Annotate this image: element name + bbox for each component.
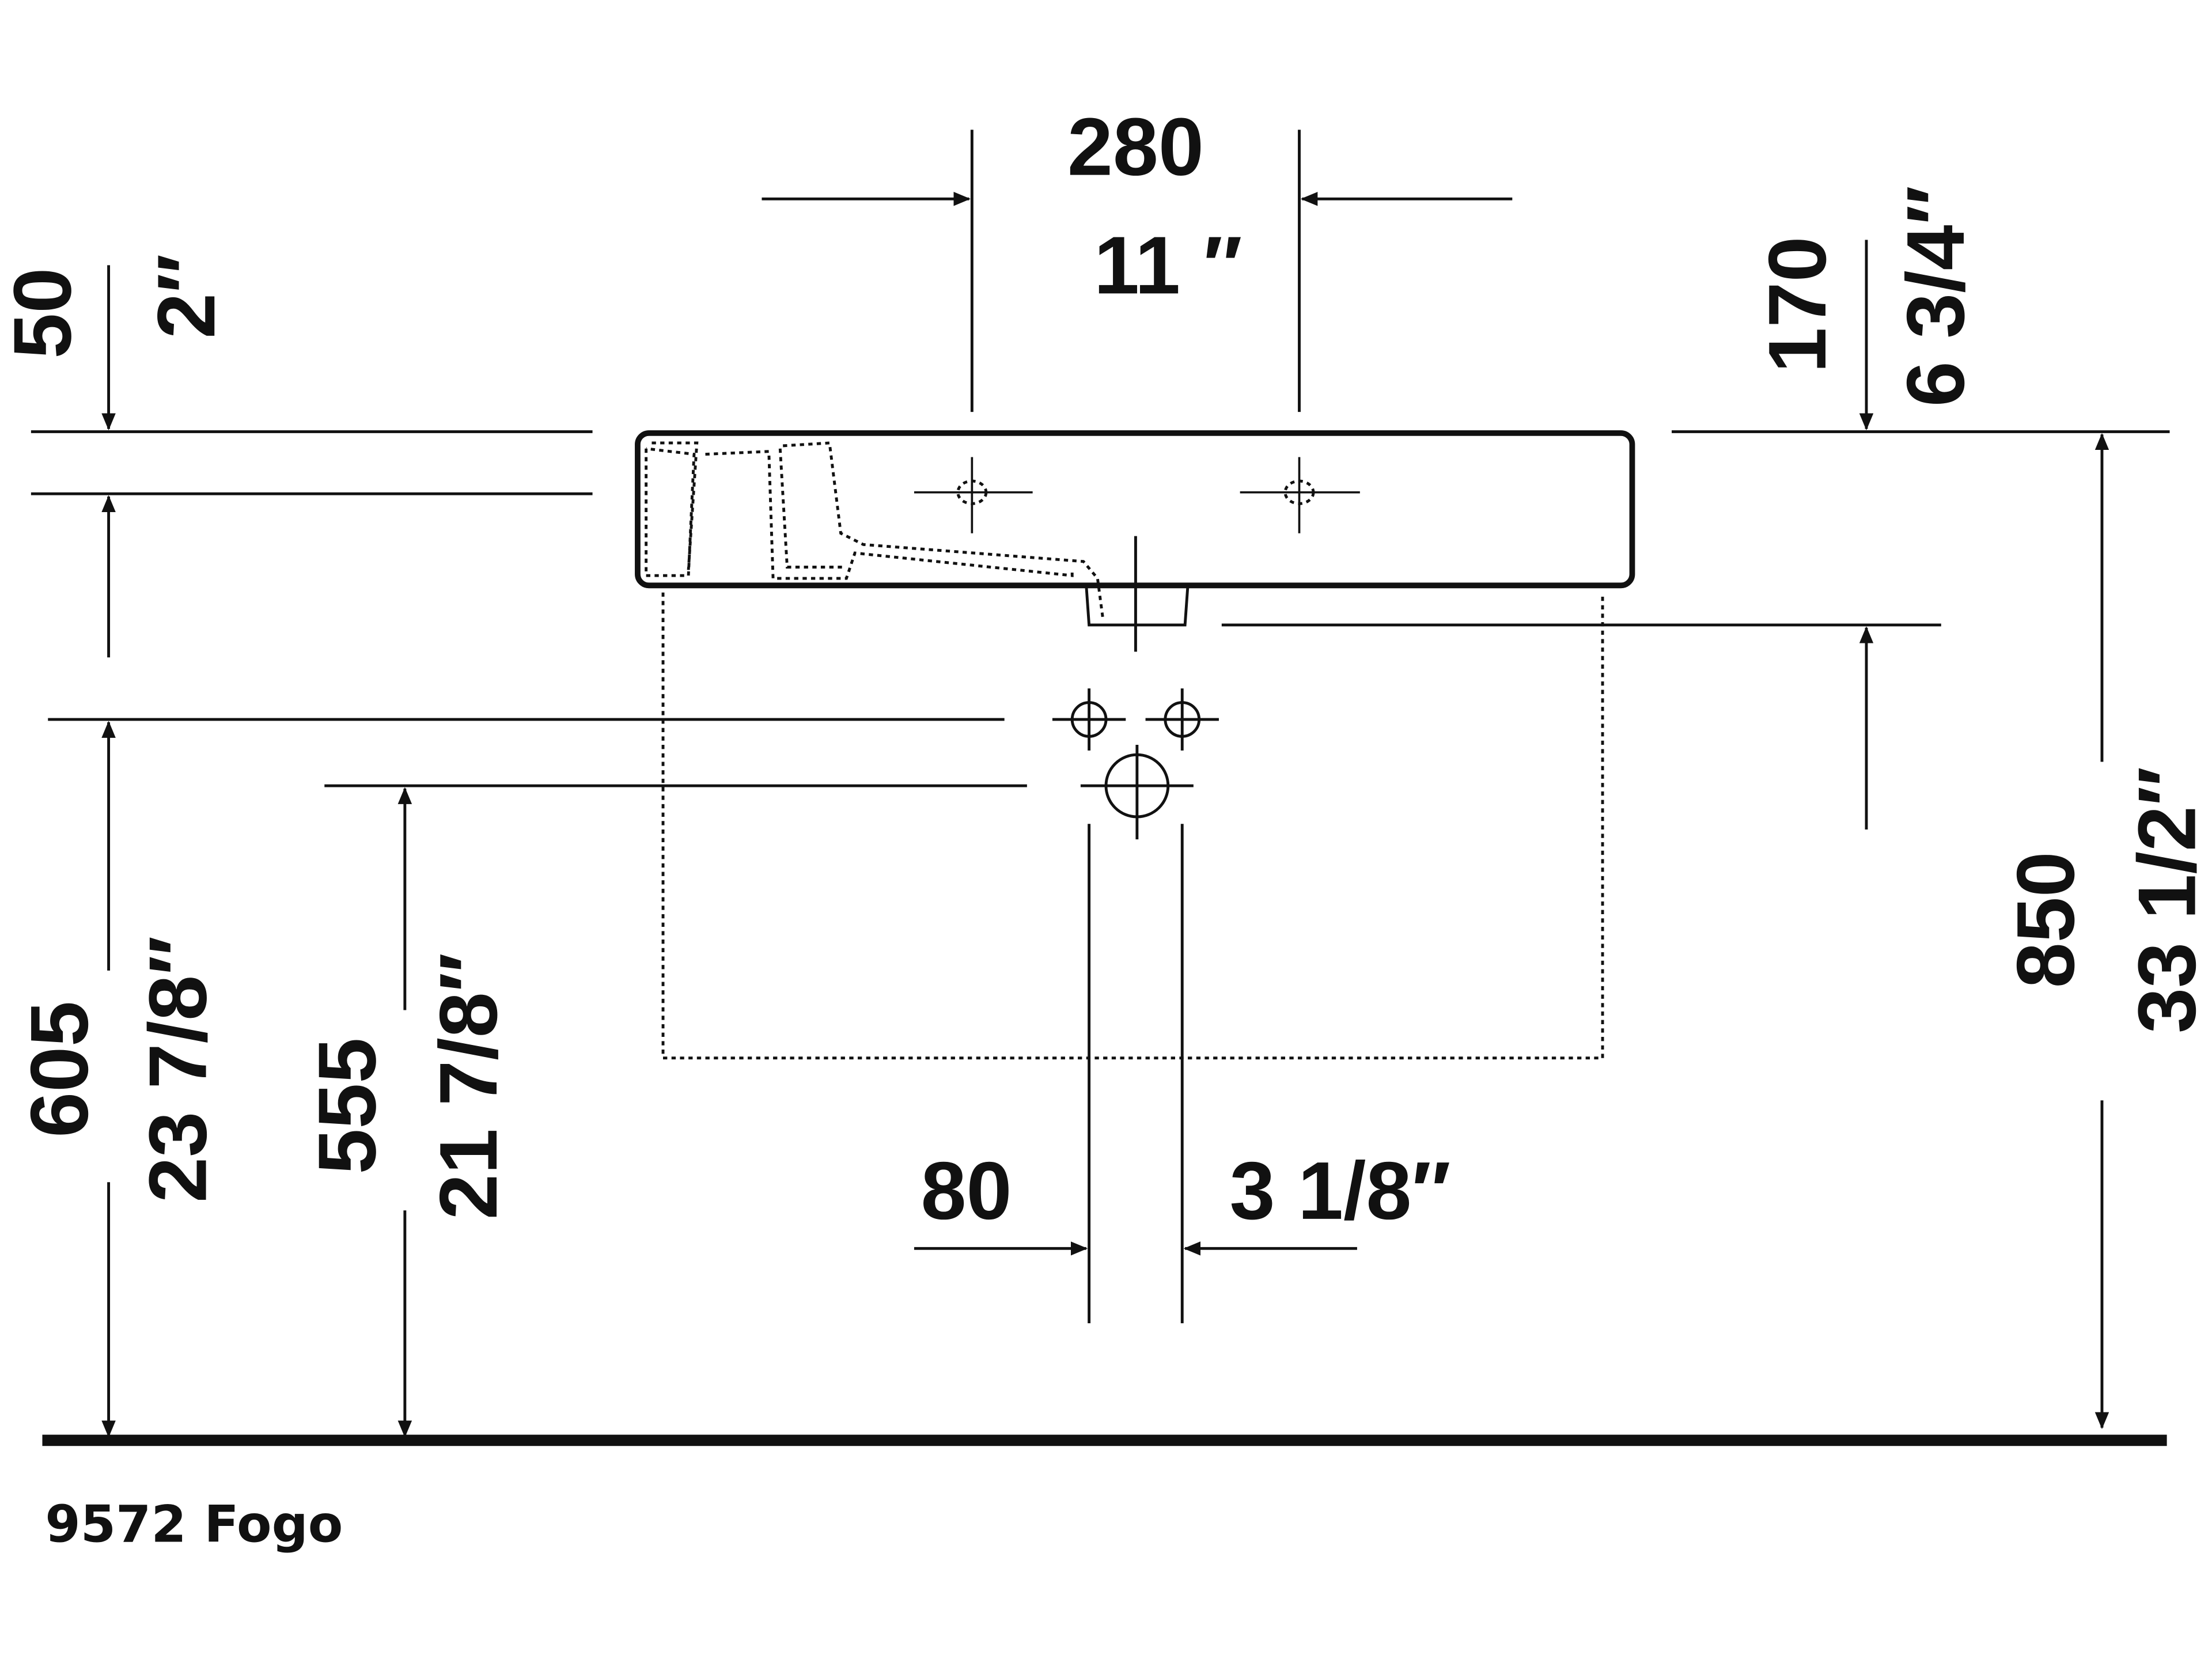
dim-supply-height: 605 23 7/8″ [14, 718, 1005, 1438]
basin-hidden-lines [645, 441, 1604, 1060]
dim-drain-depth-inch: 6 3/4″ [1890, 185, 1982, 407]
dim-tap-spacing-inch: 11 ″ [1094, 219, 1243, 311]
supply-connection-left-icon [1052, 688, 1126, 751]
dim-overflow-inch: 2″ [141, 254, 232, 339]
tap-hole-left-icon [914, 457, 1033, 533]
tap-hole-right-icon [1240, 457, 1360, 533]
dim-supply-spacing-mm: 80 [921, 1145, 1012, 1237]
dim-waste-height-inch: 21 7/8″ [423, 953, 514, 1219]
dim-tap-spacing-mm: 280 [1067, 101, 1204, 193]
dim-supply-spacing-inch: 3 1/8″ [1230, 1145, 1451, 1237]
dim-supply-height-inch: 23 7/8″ [132, 936, 224, 1203]
dim-rim-height-mm: 850 [2000, 851, 2092, 988]
dim-overflow-mm: 50 [0, 268, 88, 359]
dim-overflow-depth: 50 2″ [0, 254, 593, 658]
dim-rim-height: 850 33 1/2″ [2000, 433, 2212, 1429]
model-label: 9572 Fogo [45, 1495, 343, 1554]
dim-rim-height-inch: 33 1/2″ [2122, 767, 2212, 1033]
dim-drain-depth: 170 6 3/4″ [1221, 185, 2170, 830]
dim-tap-spacing: 280 11 ″ [762, 101, 1513, 412]
dim-waste-height: 555 21 7/8″ [301, 784, 1027, 1438]
dim-drain-depth-mm: 170 [1752, 236, 1843, 373]
dim-supply-spacing: 80 3 1/8″ [914, 824, 1451, 1324]
dim-waste-height-mm: 555 [301, 1038, 393, 1175]
waste-connection-icon [1080, 745, 1194, 840]
floor-line [42, 1434, 2167, 1446]
dim-supply-height-mm: 605 [14, 1001, 105, 1138]
supply-connection-right-icon [1145, 688, 1219, 751]
